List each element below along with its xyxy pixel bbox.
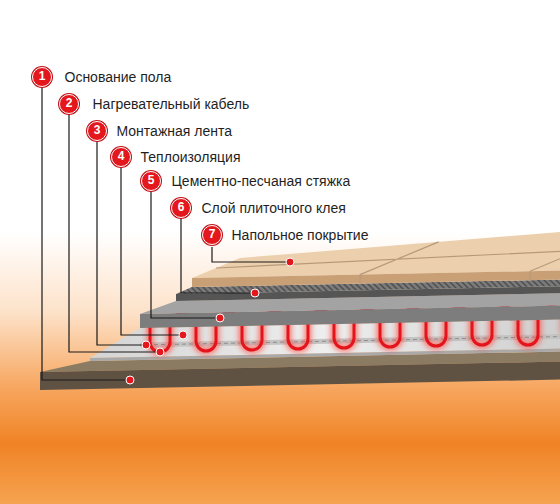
leader-dots	[126, 258, 294, 384]
leader-dot	[216, 314, 224, 322]
leader-dot	[142, 341, 150, 349]
leader-dot	[156, 348, 164, 356]
adhesive-edge	[176, 286, 560, 301]
layer-label: Монтажная лента	[117, 123, 232, 139]
callout-number-text: 1	[33, 68, 51, 85]
leader-line	[42, 87, 126, 380]
leader-line	[212, 247, 286, 262]
layer-label: Теплоизоляция	[141, 149, 241, 165]
insulation-edge	[90, 349, 560, 361]
callout-number: 4Теплоизоляция	[111, 147, 131, 167]
callout-number: 2Нагревательный кабель	[59, 94, 79, 114]
callout-number-text: 7	[203, 226, 221, 243]
leader-line	[97, 141, 142, 345]
leader-line	[121, 167, 179, 335]
tile-joints	[216, 242, 560, 284]
callout-number: 5Цементно-песчаная стяжка	[141, 171, 161, 191]
callout-number-text: 2	[60, 95, 78, 112]
floor-base-edge	[40, 362, 560, 390]
layer-label: Слой плиточного клея	[202, 200, 346, 216]
layer-label: Основание пола	[65, 69, 172, 85]
callout-number-text: 5	[142, 172, 160, 189]
callout-number: 1Основание пола	[32, 67, 52, 87]
callout-number-text: 6	[172, 199, 190, 216]
tile-edge	[192, 271, 560, 287]
callout-number-text: 3	[88, 122, 106, 139]
layer-label: Цементно-песчаная стяжка	[172, 173, 351, 189]
callout-number-text: 4	[112, 148, 130, 165]
leader-dot	[251, 289, 259, 297]
callout-number: 6Слой плиточного клея	[171, 198, 191, 218]
layer-label: Нагревательный кабель	[93, 96, 250, 112]
leader-dot	[286, 258, 294, 266]
callout-number: 7Напольное покрытие	[202, 225, 222, 245]
leader-dot	[179, 331, 187, 339]
leader-dot	[126, 376, 134, 384]
layer-label: Напольное покрытие	[232, 227, 369, 243]
screed-edge	[140, 306, 560, 328]
callout-number: 3Монтажная лента	[87, 121, 107, 141]
